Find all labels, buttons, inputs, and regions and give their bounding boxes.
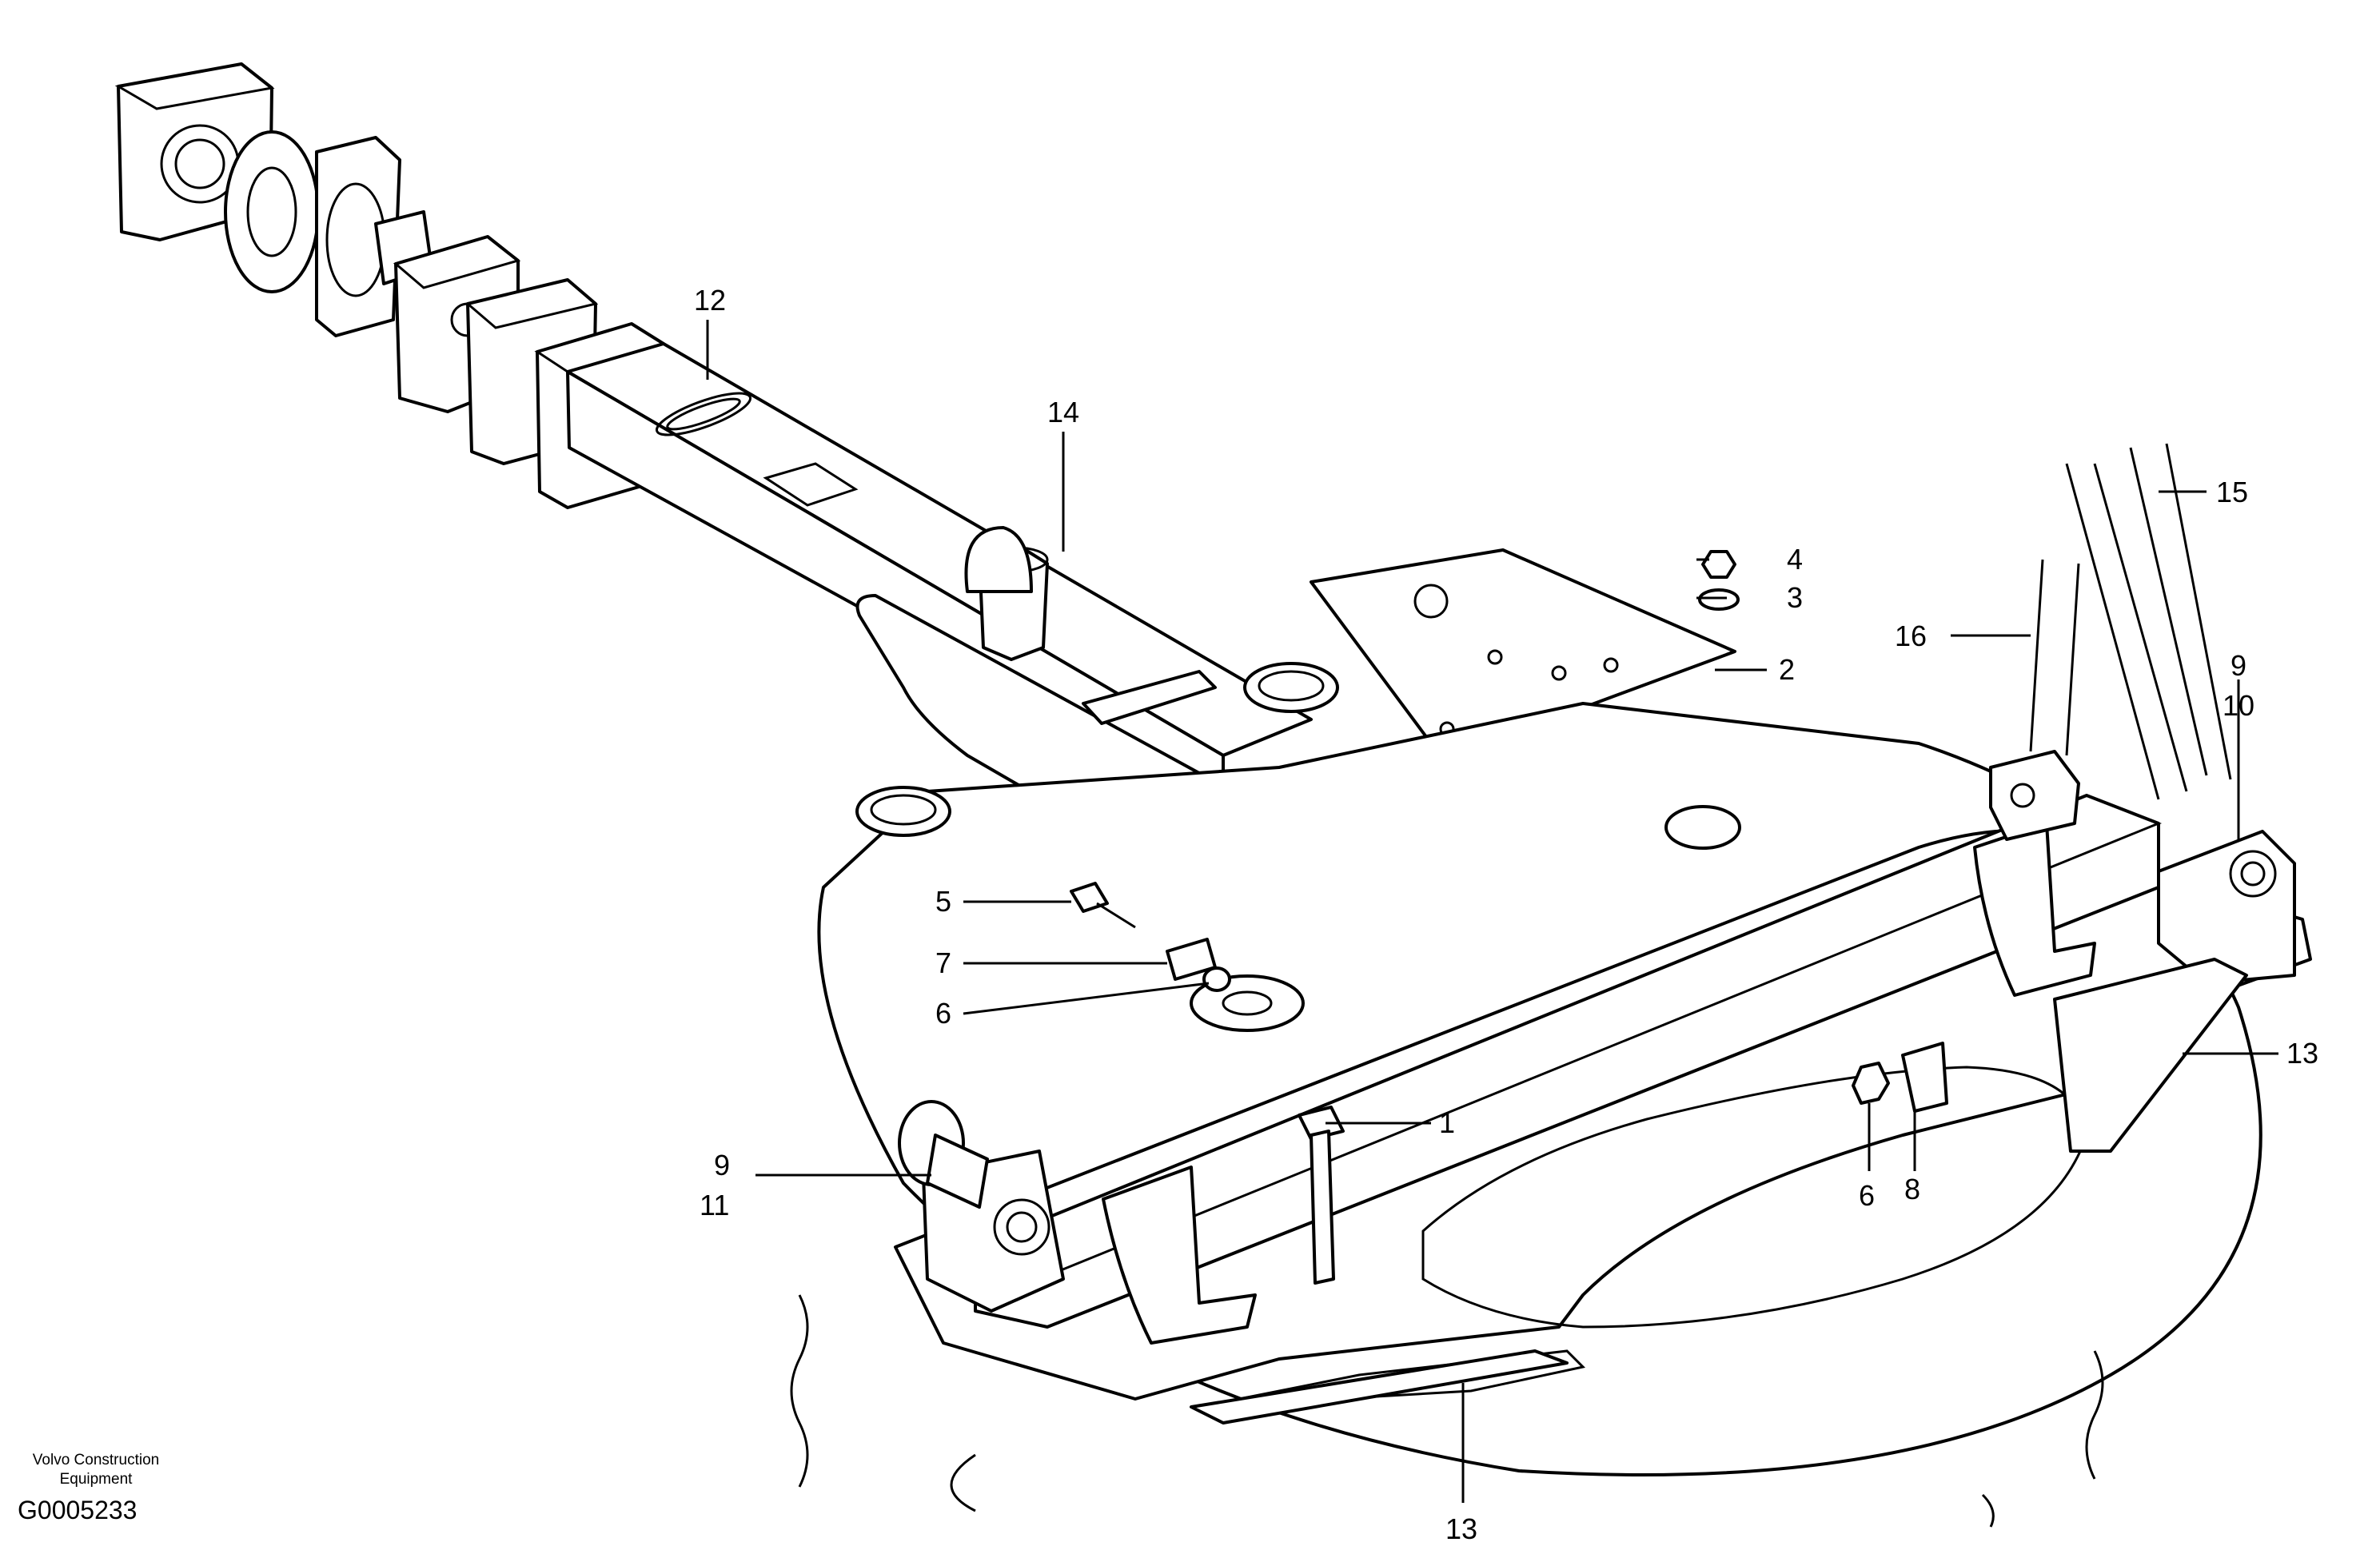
counterweight-pad-rear — [2053, 958, 2248, 1153]
slide-shoe-right — [1973, 822, 2096, 997]
callout-13-right: 13 — [2286, 1037, 2318, 1070]
callout-14: 14 — [1047, 396, 1079, 428]
lifting-eye — [964, 526, 1033, 593]
footer: Volvo Construction Equipment G0005233 — [18, 1452, 159, 1524]
track-hint — [790, 1294, 2104, 1528]
nut-6-right — [1852, 1062, 1890, 1105]
company-name-line1: Volvo Construction — [33, 1452, 159, 1468]
hinge-boss-center — [1664, 805, 1741, 850]
coupling-hub — [315, 136, 401, 337]
coupling-disc — [224, 130, 320, 293]
callout-16: 16 — [1895, 620, 1927, 652]
callout-5: 5 — [935, 885, 951, 918]
hydraulic-rod — [2065, 443, 2232, 800]
upper-boss-left — [855, 786, 951, 837]
boom-beam — [566, 342, 1313, 809]
callout-4: 4 — [1787, 543, 1803, 576]
callout-6-right: 6 — [1859, 1179, 1875, 1212]
rear-pivot-bracket-right — [2157, 830, 2296, 985]
washer-3 — [1698, 588, 1740, 611]
callout-9-left: 9 — [714, 1149, 730, 1181]
drawing-code: G0005233 — [18, 1496, 137, 1524]
callout-13-bottom: 13 — [1445, 1512, 1477, 1545]
callout-3: 3 — [1787, 581, 1803, 614]
hydraulic-line — [2029, 559, 2080, 756]
callout-15: 15 — [2216, 476, 2248, 508]
counterweight-pad-front — [1190, 1349, 1569, 1425]
callout-6-left: 6 — [935, 997, 951, 1030]
callout-12: 12 — [694, 284, 726, 317]
nut-4 — [1701, 550, 1736, 579]
callout-2: 2 — [1779, 653, 1795, 686]
callout-8: 8 — [1904, 1173, 1920, 1205]
company-name-line2: Equipment — [60, 1471, 134, 1488]
callout-11: 11 — [700, 1189, 729, 1221]
callout-10: 10 — [2223, 689, 2254, 722]
front-pivot-pin-left — [898, 1100, 989, 1209]
bracket-plate — [1082, 670, 1217, 725]
plate-8 — [1901, 1042, 1948, 1113]
bolt-1 — [1298, 1106, 1345, 1285]
nut-6-left — [1202, 966, 1231, 992]
upper-boss-right — [1243, 662, 1339, 713]
slide-shoe-left — [1102, 1166, 1257, 1345]
leader-lines — [706, 320, 2278, 1503]
callout-labels: 12 14 15 4 3 2 16 9 10 5 7 6 1 13 9 11 6… — [694, 284, 2318, 1545]
callout-7: 7 — [935, 946, 951, 979]
cylinder-mount-block — [1989, 750, 2080, 841]
callout-1: 1 — [1439, 1106, 1455, 1139]
callout-9-right: 9 — [2231, 649, 2246, 682]
screw-5 — [1070, 882, 1136, 929]
